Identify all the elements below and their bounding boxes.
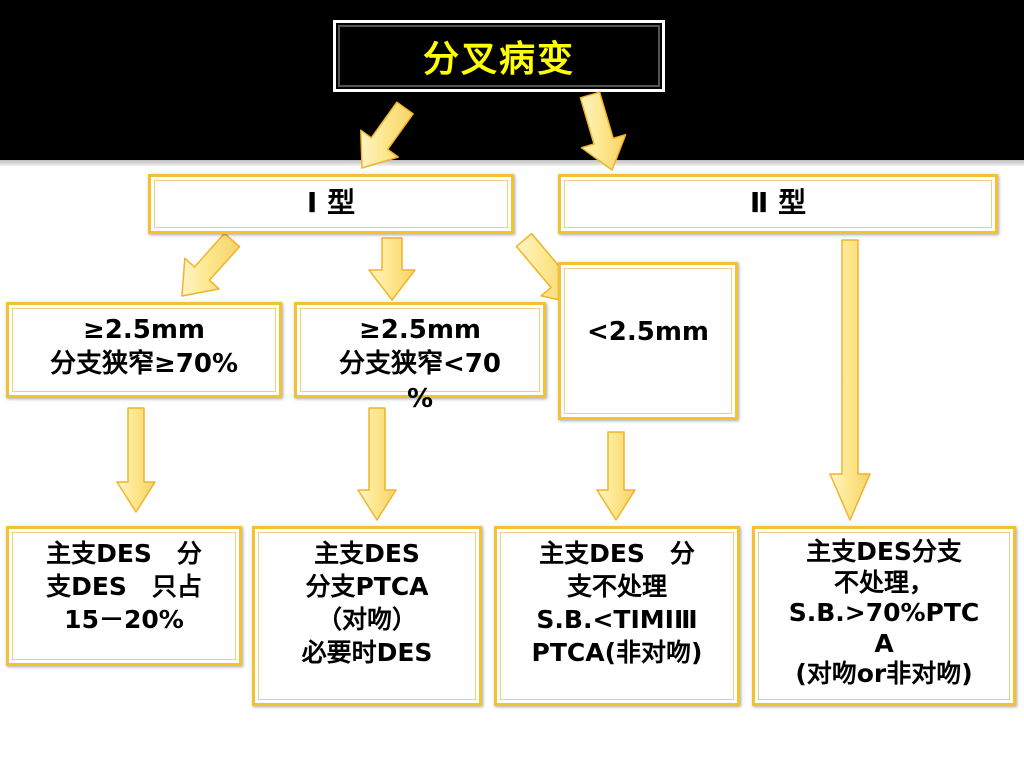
treatment-box-2: 主支DES 分支PTCA （对吻） 必要时DES [252, 526, 482, 706]
criteria-line: % [406, 383, 434, 414]
treatment-line: 不处理， [833, 567, 934, 597]
treatment-line: 必要时DES [301, 638, 433, 667]
arrow-title-to-type1 [360, 101, 414, 169]
arrow-title-to-type2 [579, 91, 627, 171]
treatment-line: S.B.<TIMIⅢ [536, 605, 698, 634]
arrow-crit2-to-treat2 [357, 407, 397, 521]
treatment-line: 主支DES [314, 539, 420, 568]
criteria-line: ≥2.5mm [82, 315, 206, 345]
type-2-box: Ⅱ 型 [558, 174, 998, 234]
type-2-label: Ⅱ 型 [749, 186, 807, 219]
treatment-line: 主支DES分支 [806, 537, 962, 566]
treatment-line: PTCA(非对吻) [531, 638, 703, 667]
treatment-box-3: 主支DES 分 支不处理 S.B.<TIMIⅢ PTCA(非对吻) [494, 526, 740, 706]
treatment-line: 支DES 只占 [46, 572, 202, 601]
treatment-line: （对吻） [316, 605, 417, 634]
treatment-line: A [874, 628, 894, 658]
criteria-line: <2.5mm [586, 317, 710, 347]
criteria-box-2: ≥2.5mm 分支狭窄<70 % [294, 302, 546, 414]
treatment-line: 主支DES 分 [46, 539, 202, 568]
treatment-box-1: 主支DES 分 支DES 只占 15－20% [6, 526, 242, 666]
type-1-box: Ⅰ 型 [148, 174, 514, 234]
arrow-type1-to-crit2 [368, 237, 416, 301]
arrow-crit1-to-treat1 [116, 407, 156, 513]
diagram-title: 分叉病变 [422, 39, 575, 80]
arrow-crit3-to-treat3 [596, 431, 636, 521]
treatment-line: 分支PTCA [305, 572, 429, 601]
title-box: 分叉病变 [333, 20, 665, 92]
treatment-line: S.B.>70%PTC [788, 598, 980, 627]
arrow-type2-to-treat4 [829, 239, 871, 521]
criteria-box-3: <2.5mm [558, 262, 738, 420]
treatment-box-4: 主支DES分支 不处理， S.B.>70%PTC A (对吻or非对吻) [752, 526, 1016, 706]
type-1-label: Ⅰ 型 [306, 186, 356, 219]
criteria-line: 分支狭窄<70 [339, 349, 501, 380]
treatment-line: 支不处理 [566, 572, 667, 601]
criteria-box-1: ≥2.5mm 分支狭窄≥70% [6, 302, 282, 398]
treatment-line: 主支DES 分 [539, 539, 695, 568]
treatment-line: 15－20% [64, 605, 184, 634]
arrow-type1-to-crit1 [181, 232, 241, 297]
treatment-line: (对吻or非对吻) [795, 659, 973, 688]
criteria-line: ≥2.5mm [358, 315, 482, 345]
header-divider [0, 160, 1024, 166]
criteria-line: 分支狭窄≥70% [49, 349, 239, 380]
